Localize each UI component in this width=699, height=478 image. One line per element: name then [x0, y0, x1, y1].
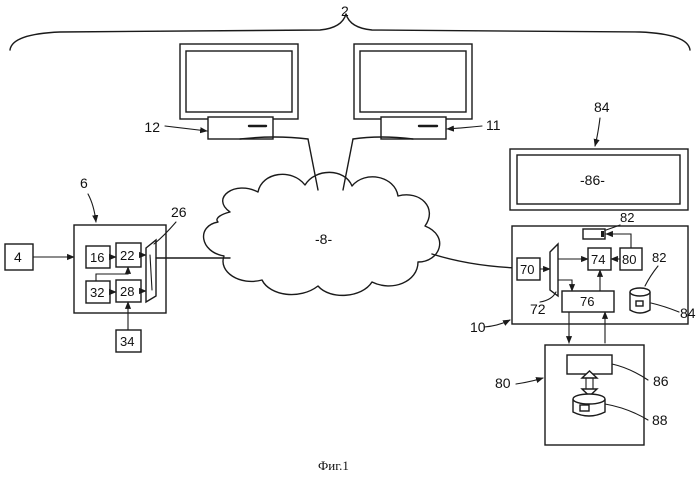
label-card-82-top: 82 [620, 210, 634, 225]
label-storage-unit: 80 [495, 375, 511, 391]
figure-caption: Фиг.1 [318, 458, 349, 473]
workstation-right: 11 [354, 44, 501, 139]
label-screen-86: -86- [580, 172, 605, 188]
label-interface-72: 72 [530, 301, 546, 317]
label-block-76: 76 [580, 294, 594, 309]
label-workstation-right: 11 [486, 117, 501, 133]
link-left-ws-stub [240, 137, 308, 139]
label-block-22: 22 [120, 248, 134, 263]
label-block-16: 16 [90, 250, 104, 265]
label-block-70: 70 [520, 262, 534, 277]
label-storage-84: 84 [680, 305, 696, 321]
link-right-ws [343, 139, 353, 190]
label-block-32: 32 [90, 285, 104, 300]
label-block-74: 74 [591, 252, 605, 267]
storage-unit: 80 86 88 [495, 312, 669, 445]
label-storage-82: 82 [652, 250, 666, 265]
label-display-84: 84 [594, 99, 610, 115]
label-block-34: 34 [120, 334, 134, 349]
network-cloud: -8- [204, 172, 440, 295]
label-workstation-left: 12 [144, 119, 160, 135]
label-block-28: 28 [120, 284, 134, 299]
encoder-unit: 6 16 22 32 28 26 [74, 175, 230, 313]
system-brace: 2 [10, 3, 690, 50]
label-encoder: 6 [80, 175, 88, 191]
workstation-left: 12 [144, 44, 298, 139]
label-block-80-inner: 80 [622, 252, 636, 267]
link-left-ws [308, 139, 318, 190]
label-interface-26: 26 [171, 204, 187, 220]
receiver-unit: 10 70 72 74 80 82 76 82 84 [470, 210, 696, 335]
label-receiver: 10 [470, 319, 486, 335]
label-memory-86: 86 [653, 373, 669, 389]
storage-cylinder [630, 288, 650, 313]
label-system: 2 [341, 3, 349, 19]
label-network: -8- [315, 231, 332, 247]
label-disk-88: 88 [652, 412, 668, 428]
display-84: 84 -86- [510, 99, 688, 210]
link-receiver [432, 254, 517, 268]
source-block: 4 [5, 244, 74, 270]
label-source: 4 [14, 249, 22, 265]
